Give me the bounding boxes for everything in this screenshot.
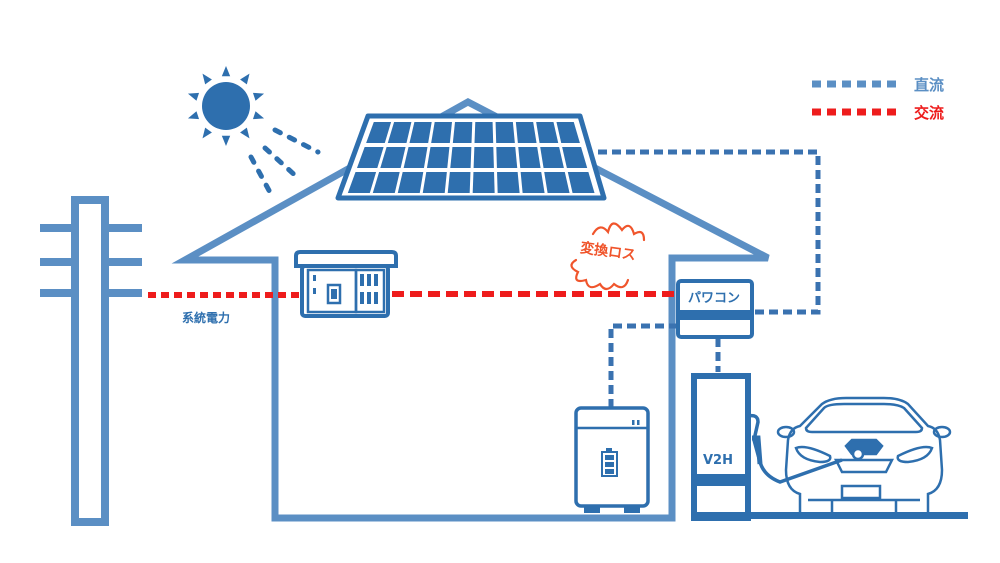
solar-cell bbox=[403, 147, 428, 168]
sun-ray bbox=[202, 73, 212, 85]
solar-cell bbox=[372, 172, 400, 193]
grid-power-label: 系統電力 bbox=[182, 310, 230, 325]
sun-ray bbox=[221, 135, 231, 146]
solar-cell bbox=[540, 147, 564, 168]
conversion-loss-label: 変換ロス bbox=[579, 239, 637, 264]
storage-battery-icon bbox=[574, 406, 650, 513]
distribution-board-icon bbox=[294, 250, 398, 318]
solar-panel-icon bbox=[335, 113, 607, 201]
solar-cell bbox=[380, 147, 406, 168]
solar-cell bbox=[409, 122, 432, 143]
legend: 直流 交流 bbox=[812, 76, 944, 122]
sun-ray bbox=[240, 73, 250, 85]
solar-cell bbox=[556, 122, 580, 143]
solar-cell bbox=[567, 172, 595, 193]
solar-cell bbox=[397, 172, 424, 193]
sun-ray bbox=[202, 127, 212, 139]
ac-line bbox=[148, 291, 678, 298]
v2h-charger-icon bbox=[691, 373, 843, 521]
utility-pole-icon bbox=[40, 196, 142, 526]
solar-cell bbox=[497, 172, 520, 193]
sun-ray bbox=[187, 111, 200, 120]
solar-cell bbox=[447, 172, 471, 193]
battery-bar bbox=[605, 455, 614, 460]
solar-cell bbox=[473, 147, 494, 168]
sun-ray bbox=[240, 127, 250, 139]
conversion-loss-burst bbox=[570, 222, 646, 291]
solar-cell bbox=[496, 147, 518, 168]
sun-ray bbox=[221, 66, 231, 77]
solar-cell bbox=[450, 147, 472, 168]
power-conditioner-label: パワコン bbox=[688, 291, 740, 306]
sun-ray bbox=[252, 92, 265, 101]
sun-ray bbox=[187, 92, 200, 101]
solar-cell bbox=[347, 172, 377, 193]
electric-car-icon bbox=[776, 396, 952, 512]
solar-cell bbox=[387, 122, 412, 143]
v2h-label: V2H bbox=[703, 453, 733, 468]
battery-bar bbox=[605, 462, 614, 467]
solar-cell bbox=[366, 122, 392, 143]
sun-icon bbox=[187, 66, 265, 146]
power-conditioner-icon bbox=[676, 279, 754, 339]
solar-cell bbox=[472, 172, 495, 193]
solar-cell bbox=[520, 172, 545, 193]
legend-dc-label: 直流 bbox=[914, 76, 944, 94]
solar-cell bbox=[544, 172, 570, 193]
battery-bar bbox=[605, 469, 614, 474]
sunbeams bbox=[248, 127, 321, 199]
solar-cell bbox=[515, 122, 537, 143]
sun-ray bbox=[252, 111, 265, 120]
solar-cell bbox=[536, 122, 559, 143]
solar-cell bbox=[474, 122, 494, 143]
ground-line bbox=[694, 512, 968, 519]
legend-ac-label: 交流 bbox=[914, 104, 944, 122]
solar-cell bbox=[518, 147, 541, 168]
dc-line-pcs-to-battery bbox=[608, 323, 678, 408]
solar-cell bbox=[431, 122, 452, 143]
solar-cell bbox=[422, 172, 447, 193]
solar-cell bbox=[562, 147, 588, 168]
solar-cell bbox=[495, 122, 515, 143]
dc-line-panel-to-pcs bbox=[598, 149, 821, 315]
house-outline bbox=[171, 98, 770, 522]
solar-cell bbox=[452, 122, 473, 143]
solar-cell bbox=[426, 147, 450, 168]
battery-level-icon bbox=[601, 448, 618, 477]
solar-cell bbox=[356, 147, 384, 168]
